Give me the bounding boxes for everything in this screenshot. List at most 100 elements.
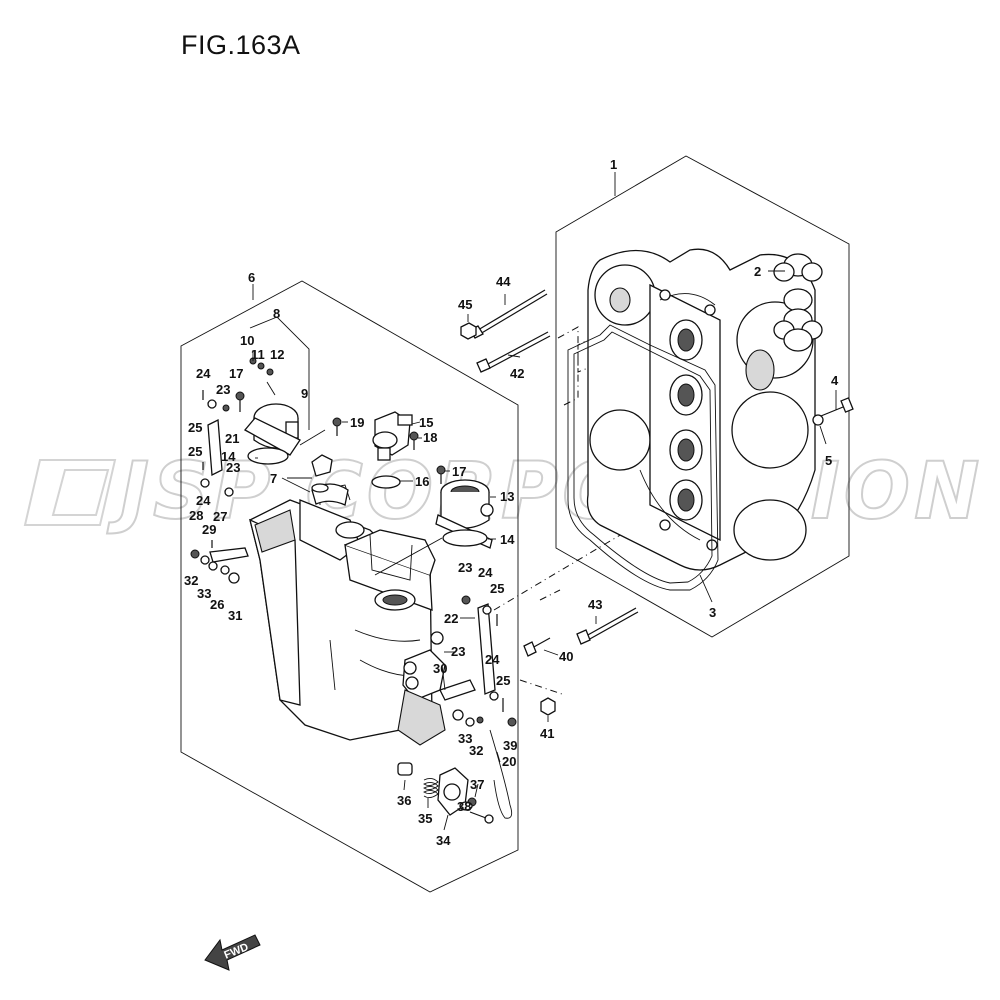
- callout-33-right: 33: [458, 731, 472, 746]
- callout-14-lower: 14: [500, 532, 515, 547]
- callout-37: 37: [470, 777, 484, 792]
- callout-26: 26: [210, 597, 224, 612]
- callout-31: 31: [228, 608, 242, 623]
- linkage-left-parts: [190, 390, 249, 584]
- callout-4: 4: [831, 373, 839, 388]
- bolt-part-44: [469, 289, 548, 339]
- washer-part-38: [459, 801, 473, 811]
- gasket-part-3-inner: [573, 331, 713, 584]
- collar-part-36: [397, 762, 413, 776]
- callout-24-a: 24: [196, 366, 211, 381]
- callout-45: 45: [458, 297, 472, 312]
- callout-23-d: 23: [451, 644, 465, 659]
- group-frame-8: [249, 316, 310, 430]
- callout-12: 12: [270, 347, 284, 362]
- callout-9: 9: [301, 386, 308, 401]
- callout-39: 39: [503, 738, 517, 753]
- leader-14-lower-manifold: [374, 537, 443, 576]
- callout-15: 15: [419, 415, 433, 430]
- callout-29: 29: [202, 522, 216, 537]
- callout-23-c: 23: [458, 560, 472, 575]
- throttle-body-part-9: [243, 403, 326, 456]
- intake-plate-part-1: [586, 248, 816, 571]
- callout-24-c: 24: [478, 565, 493, 580]
- centerline-right-lower: [519, 679, 566, 696]
- callout-18: 18: [423, 430, 437, 445]
- figure-title: FIG.163A: [181, 30, 301, 60]
- link-rod-part-21: [207, 418, 223, 477]
- bolt-part-19: [332, 417, 342, 436]
- callout-20: 20: [502, 754, 516, 769]
- screws-part-10-11-12: [249, 350, 274, 376]
- forward-label: FWD: [223, 941, 251, 962]
- callout-40: 40: [559, 649, 573, 664]
- cam-plate-part-34: [437, 767, 469, 816]
- callout-35: 35: [418, 811, 432, 826]
- bolt-part-4: [812, 397, 854, 426]
- callout-7: 7: [270, 471, 277, 486]
- callout-5: 5: [825, 453, 832, 468]
- group-frame-1: [555, 155, 850, 638]
- callout-24-d: 24: [485, 652, 500, 667]
- callout-25-a: 25: [188, 420, 202, 435]
- callout-14-upper: 14: [221, 449, 236, 464]
- callout-30: 30: [433, 661, 447, 676]
- spring-part-35: [423, 777, 439, 799]
- bolt-part-40: [523, 637, 551, 657]
- bolt-part-42: [476, 331, 551, 373]
- o-ring-part-16: [371, 475, 401, 489]
- callout-24-b: 24: [196, 493, 211, 508]
- callout-3: 3: [709, 605, 716, 620]
- link-rod-part-20: [489, 729, 513, 819]
- callout-27: 27: [213, 509, 227, 524]
- gasket-part-14-lower: [442, 529, 488, 547]
- callout-17-right: 17: [452, 464, 466, 479]
- callout-11: 11: [251, 347, 265, 362]
- callout-17-left: 17: [229, 366, 243, 381]
- bolt-part-32-left: [190, 549, 200, 559]
- callout-8: 8: [273, 306, 280, 321]
- centerline-bolt-44: [557, 326, 599, 373]
- callout-25-d: 25: [496, 673, 510, 688]
- bolt-part-43: [576, 607, 639, 645]
- callout-25-c: 25: [490, 581, 504, 596]
- gasket-part-3: [567, 324, 719, 591]
- centerline-41: [539, 589, 561, 601]
- callout-34: 34: [436, 833, 451, 848]
- callout-19: 19: [350, 415, 364, 430]
- callout-22: 22: [444, 611, 458, 626]
- callout-2: 2: [754, 264, 761, 279]
- link-rod-part-22: [477, 603, 496, 695]
- bolt-part-17-upper: [436, 465, 446, 484]
- screw-part-38: [469, 811, 494, 824]
- gasket-part-14-upper: [247, 447, 289, 465]
- lever-part-27: [209, 547, 249, 563]
- leader-lines: [252, 172, 837, 831]
- callout-labels: 1 2 3 4 5 6 7 8 9 10 11 12 13 14 14 15 1…: [184, 157, 839, 848]
- callout-38: 38: [457, 799, 471, 814]
- callout-6: 6: [248, 270, 255, 285]
- callout-32-left: 32: [184, 573, 198, 588]
- callout-21: 21: [225, 431, 239, 446]
- linkage-right-parts: [439, 595, 517, 819]
- callout-10: 10: [240, 333, 254, 348]
- watermark-logo-mark: [23, 459, 117, 526]
- forward-arrow: FWD: [204, 934, 261, 971]
- callout-1: 1: [610, 157, 617, 172]
- callout-44: 44: [496, 274, 511, 289]
- callout-43: 43: [588, 597, 602, 612]
- callout-42: 42: [510, 366, 524, 381]
- gasket-rings-part-2: [773, 253, 823, 352]
- callout-32-right: 32: [469, 743, 483, 758]
- callout-28: 28: [189, 508, 203, 523]
- watermark-logo-mark-inner: [51, 469, 110, 516]
- callout-33-left: 33: [197, 586, 211, 601]
- group-frame-6: [180, 280, 519, 893]
- callout-25-b: 25: [188, 444, 202, 459]
- callout-13: 13: [500, 489, 514, 504]
- nut-part-41: [540, 697, 556, 716]
- callout-23-a: 23: [216, 382, 230, 397]
- sensor-part-7: [311, 454, 333, 493]
